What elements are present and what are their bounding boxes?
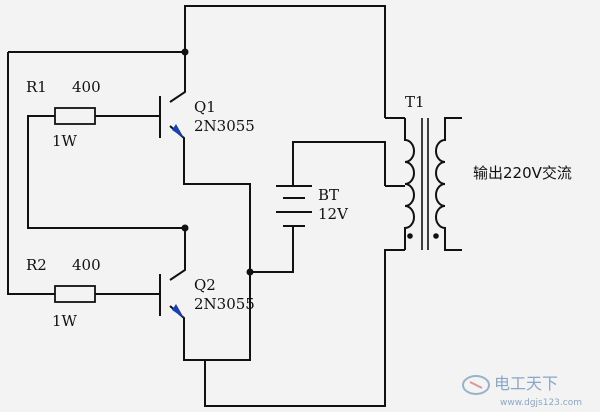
junction-dot: [246, 268, 254, 276]
q1-name: Q1: [194, 98, 216, 116]
r1-name: R1: [26, 78, 47, 96]
polarity-dot: [433, 233, 439, 239]
transformer-name: T1: [405, 93, 425, 111]
wire-q1-emitter: [169, 125, 251, 272]
resistor-r2: [54, 285, 96, 303]
watermark-logo: [462, 375, 490, 395]
transistor-q1: [159, 96, 184, 138]
battery: [276, 185, 312, 227]
r1-power: 1W: [52, 132, 78, 150]
junction-dot: [181, 224, 189, 232]
resistor-r1: [54, 107, 96, 125]
battery-name: BT: [318, 186, 339, 204]
polarity-dot: [407, 233, 413, 239]
wire-q1-collector: [169, 52, 186, 103]
wire-batt-pos: [292, 141, 386, 186]
transistor-q2: [159, 274, 184, 318]
junction-dot: [181, 48, 189, 56]
wire-top-rail: [8, 5, 386, 118]
output-label: 输出220V交流: [473, 164, 572, 182]
wire-q2-collector: [169, 228, 186, 281]
primary-coil: [404, 118, 415, 250]
watermark-logo-icon: [462, 375, 490, 395]
q1-emitter-arrow: [172, 124, 184, 138]
wires: [7, 5, 405, 407]
watermark-text: 电工天下: [494, 374, 558, 393]
r2-name: R2: [26, 256, 47, 274]
r2-value: 400: [72, 256, 101, 274]
r2-power: 1W: [52, 312, 78, 330]
junctions: [181, 48, 254, 276]
wire-left-outer: [7, 52, 55, 295]
r1-value: 400: [72, 78, 101, 96]
q2-name: Q2: [194, 276, 216, 294]
wire-batt-neg: [250, 226, 294, 273]
wire-bottom-rail: [204, 249, 405, 407]
wire-inner-loop: [27, 115, 185, 229]
transformer-t1: [404, 117, 462, 251]
secondary-coil: [435, 117, 462, 251]
watermark-logo-mark: [469, 381, 483, 389]
q1-part: 2N3055: [194, 117, 255, 135]
watermark-url: www.dgjs123.com: [500, 398, 582, 408]
q2-part: 2N3055: [194, 295, 255, 313]
battery-voltage: 12V: [318, 205, 349, 223]
q2-emitter-arrow: [172, 304, 184, 318]
